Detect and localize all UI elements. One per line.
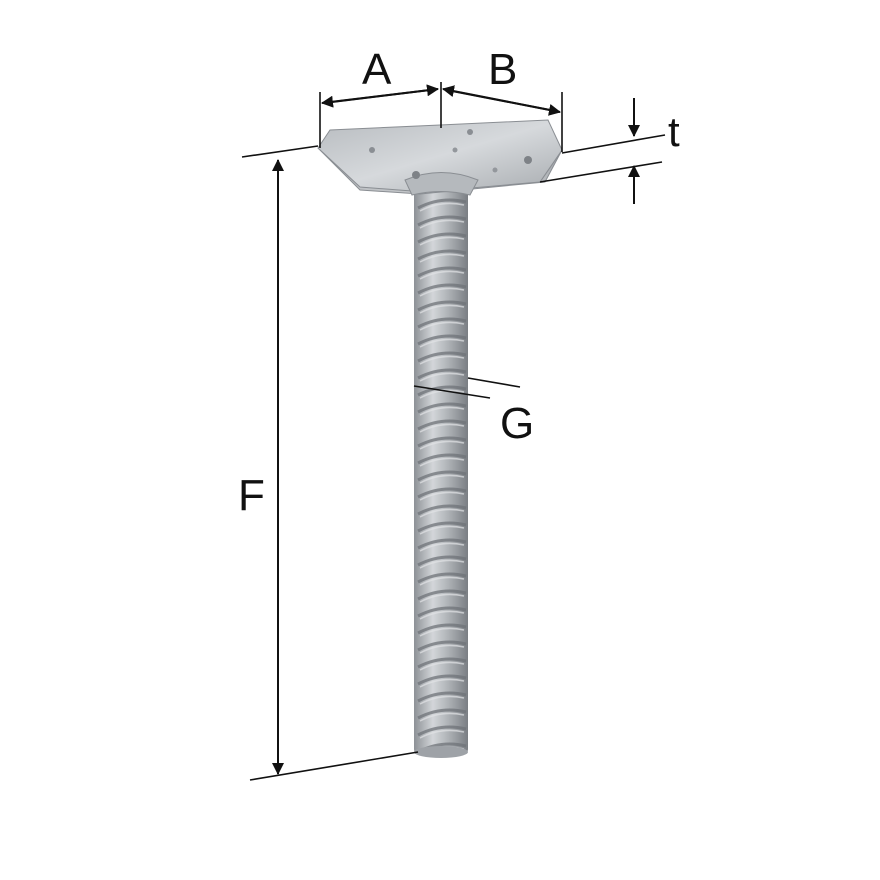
rod-rib-highlight [419,440,465,450]
rod-rib-highlight [419,610,465,620]
head-plate [317,119,563,196]
rod-rib-highlight [419,338,465,348]
rod-rib-highlight [419,712,465,722]
label-b: B [488,45,517,94]
rod-rib [417,538,467,550]
label-t: t [668,108,680,155]
rod-rib [417,317,467,329]
rod-rib-highlight [419,729,465,739]
rod-rib-highlight [419,219,465,229]
dimension-g: G [413,377,534,448]
rod-rib-highlight [419,695,465,705]
rod-rib-highlight [419,372,465,382]
label-f: F [238,471,265,520]
rod-rib [417,521,467,533]
rod-rib [417,623,467,635]
rod-rib [417,657,467,669]
rod-rib-highlight [419,474,465,484]
rod-rib [417,691,467,703]
rod-rib [417,283,467,295]
rod-rib-highlight [419,253,465,263]
rod-rib [417,419,467,431]
rod-rib-highlight [419,287,465,297]
plate-hole-icon [524,156,532,164]
rod-rib-highlight [419,236,465,246]
rod-rib [417,708,467,720]
rod-rib-highlight [419,202,465,212]
plate-hole-icon [369,147,375,153]
rod-rib-highlight [419,406,465,416]
rod-rib [417,215,467,227]
rod-rib-highlight [419,355,465,365]
rod-rib-highlight [419,423,465,433]
rod-rib-highlight [419,321,465,331]
rod-rib [417,249,467,261]
rod-rib [417,232,467,244]
dimension-t: t [539,98,680,204]
rod-rib [417,589,467,601]
dimension-b: B [442,45,563,152]
rod-rib-highlight [419,304,465,314]
rod-rib-highlight [419,661,465,671]
rod-rib-highlight [419,508,465,518]
rod-rib [417,640,467,652]
rod-rib-highlight [419,525,465,535]
rod-rib [417,674,467,686]
rod-rib-highlight [419,627,465,637]
threaded-rod [414,185,468,758]
plate-hole-icon [412,171,420,179]
rod-rib [417,385,467,397]
rod-rib [417,300,467,312]
rod-rib [417,606,467,618]
rod-rib [417,351,467,363]
rod-rib-highlight [419,644,465,654]
label-g: G [500,399,534,448]
rod-rib-highlight [419,457,465,467]
plate-hole-icon [467,129,473,135]
rod-rib-highlight [419,576,465,586]
rod-rib [417,555,467,567]
rod-rib [417,504,467,516]
rod-rib [417,725,467,737]
rod-rib-highlight [419,559,465,569]
rod-rib [417,266,467,278]
rod-rib [417,368,467,380]
rod-rib-highlight [419,542,465,552]
label-a: A [362,45,392,94]
rod-rib [417,402,467,414]
rod-rib-highlight [419,593,465,603]
rod-ribs [417,198,467,756]
rod-rib-highlight [419,491,465,501]
rod-rib [417,334,467,346]
rod-rib [417,572,467,584]
rod-rib [417,470,467,482]
rod-rib [417,198,467,210]
rod-rib-highlight [419,678,465,688]
dimension-a: A [319,45,442,148]
rod-rib [417,487,467,499]
rod-rib [417,453,467,465]
rod-rib [417,436,467,448]
rod-rib-highlight [419,270,465,280]
dimension-f: F [238,145,419,781]
